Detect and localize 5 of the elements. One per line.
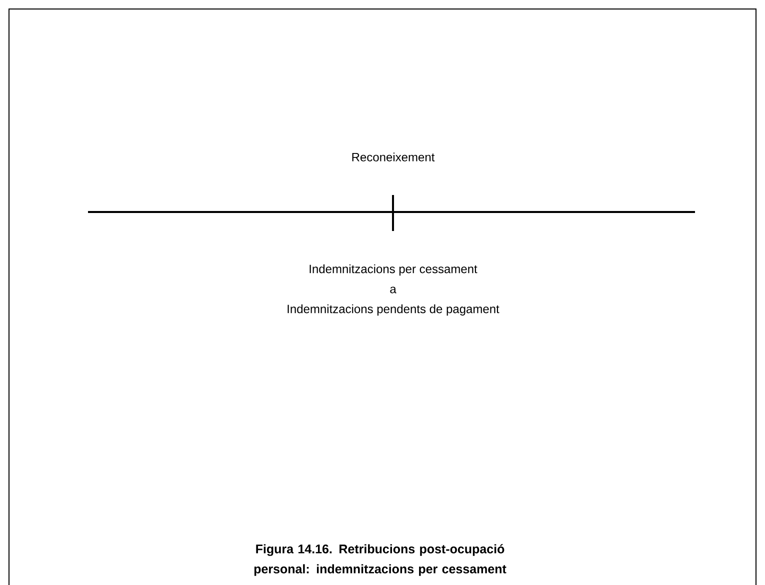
journal-entry-text: a (390, 286, 396, 294)
journal-entry-text: Indemnitzacions per cessament (310, 264, 478, 276)
figure-caption: Figura 14.16. Retribucions post-ocupació personal: indemnitzacions per cessament (254, 544, 506, 576)
journal-entry-text: Indemnitzacions pendents de pagament (288, 304, 500, 316)
label-text: Reconeixement (352, 152, 435, 162)
